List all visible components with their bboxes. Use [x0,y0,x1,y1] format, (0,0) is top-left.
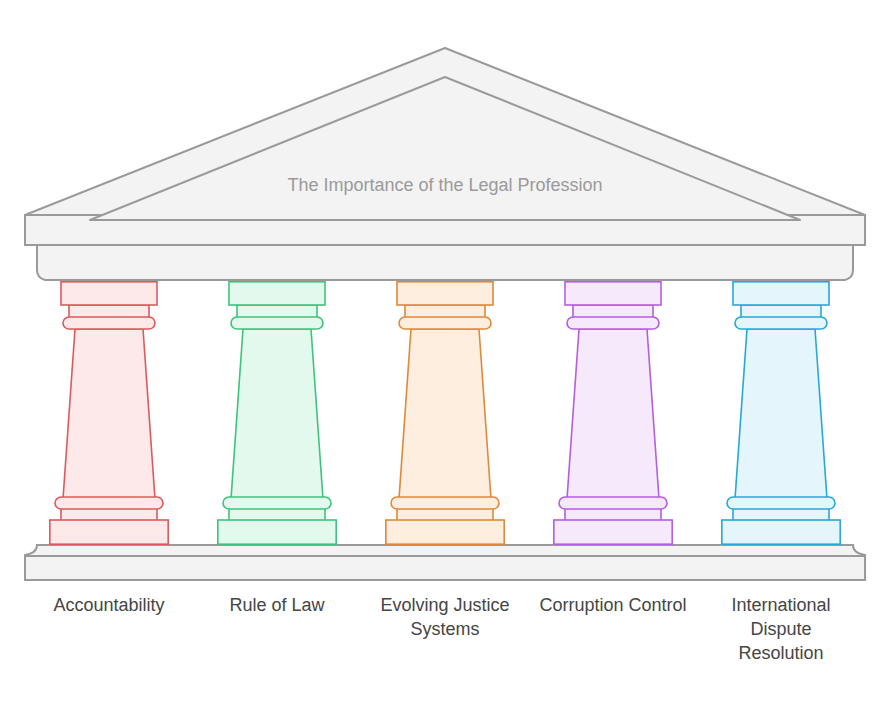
pillar-ring [735,317,827,329]
pediment: The Importance of the Legal Profession [0,40,890,285]
pillar-ring [55,497,163,509]
pillar-base [722,520,840,544]
pillar-ring [223,497,331,509]
pillar-capital [565,282,661,305]
pillar-base [218,520,336,544]
pillar-shape [553,281,673,545]
pillar: Rule of Law [217,281,337,545]
pillar-ring [399,317,491,329]
pillar-ring [231,317,323,329]
pillar-ring [559,497,667,509]
pillar-plinth [61,508,157,521]
pillar-shape [49,281,169,545]
pillar: Evolving Justice Systems [385,281,505,545]
pillar-plinth [733,508,829,521]
pillar: Corruption Control [553,281,673,545]
pillar-shape [721,281,841,545]
pillar-label: Corruption Control [538,593,688,617]
pediment-inner [90,77,800,220]
pillar: Accountability [49,281,169,545]
pillar-shaft [231,329,323,499]
pillar-base [386,520,504,544]
pillar-ring [727,497,835,509]
pillar-capital [733,282,829,305]
diagram-title: The Importance of the Legal Profession [0,174,890,196]
pillar-shape [217,281,337,545]
pillar-capital [229,282,325,305]
pillar-capital [61,282,157,305]
pillar-ring [567,317,659,329]
pillar-capital [397,282,493,305]
pillar-shaft [567,329,659,499]
entablature [37,245,853,280]
stylobate [25,545,865,580]
pillar-shaft [399,329,491,499]
pillar-shaft [63,329,155,499]
pillar-label: Accountability [34,593,184,617]
pillar-label: International Dispute Resolution [706,593,856,665]
pillar-label: Rule of Law [202,593,352,617]
pillar-shape [385,281,505,545]
pillar-plinth [397,508,493,521]
pillar-shaft [735,329,827,499]
pillar-ring [391,497,499,509]
pillar: International Dispute Resolution [721,281,841,545]
pillar-ring [63,317,155,329]
pillar-base [554,520,672,544]
stylobate-edge [25,555,865,557]
pillar-plinth [565,508,661,521]
pillar-label: Evolving Justice Systems [370,593,520,641]
pillar-plinth [229,508,325,521]
pillar-base [50,520,168,544]
pediment-shape [0,40,890,285]
